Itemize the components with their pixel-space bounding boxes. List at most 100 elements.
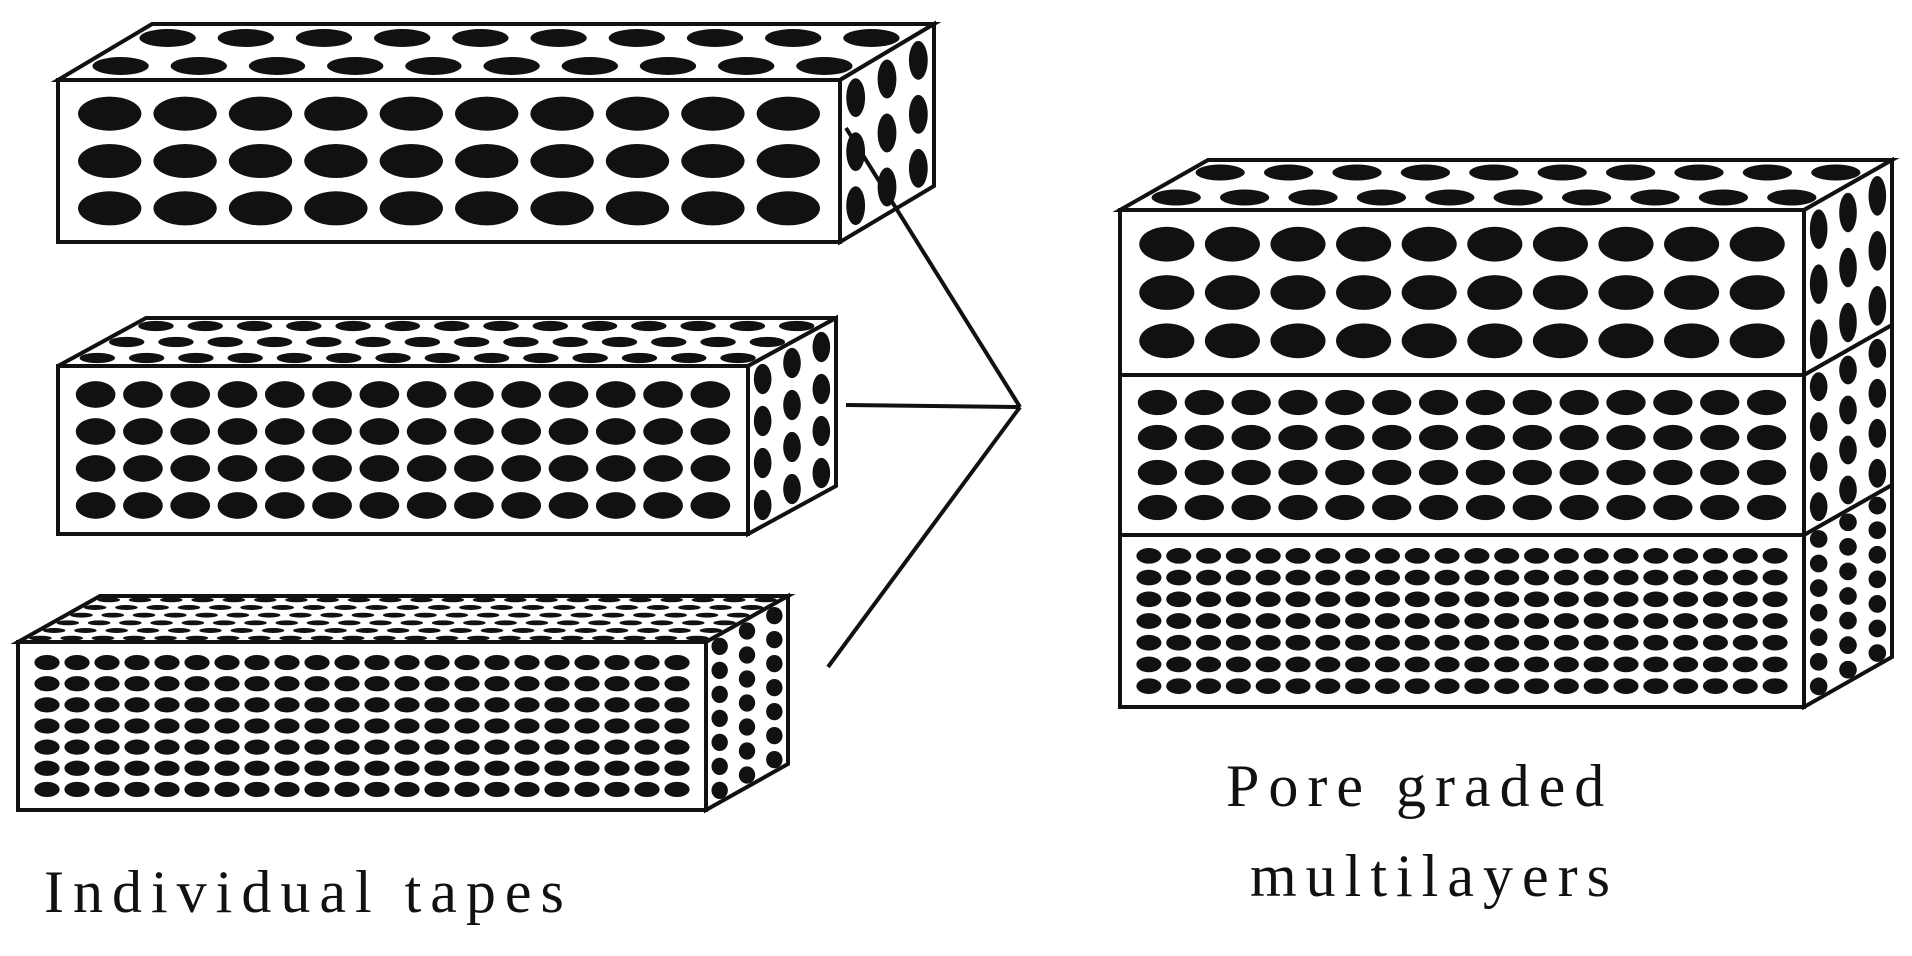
pore <box>1532 275 1588 310</box>
pore <box>1746 389 1787 416</box>
pore <box>139 29 196 47</box>
pore <box>378 597 402 603</box>
pore <box>695 612 719 618</box>
pore <box>228 143 293 179</box>
pore <box>359 455 400 482</box>
pore <box>525 620 549 626</box>
pore <box>634 676 660 692</box>
assembly-connector-lines <box>826 126 1022 669</box>
pore <box>1196 569 1222 586</box>
pore <box>454 654 480 671</box>
pore <box>1434 569 1460 586</box>
pore <box>1404 591 1430 608</box>
pore <box>1839 660 1857 679</box>
pore <box>463 620 486 626</box>
pore <box>154 760 180 776</box>
pore <box>276 352 313 364</box>
pore <box>91 635 115 641</box>
pore <box>1653 459 1693 486</box>
pore <box>766 631 783 649</box>
pore <box>271 605 295 610</box>
pore <box>634 718 660 734</box>
pore <box>738 622 756 640</box>
front-face-pores <box>34 654 690 798</box>
pore <box>34 676 60 692</box>
pore <box>1762 569 1788 586</box>
pore <box>1583 569 1609 586</box>
pore <box>532 320 569 332</box>
pore <box>253 597 277 603</box>
pore <box>64 676 90 692</box>
pore <box>1196 613 1222 629</box>
pore <box>1166 591 1192 608</box>
pore <box>1868 644 1887 662</box>
pore <box>680 320 716 332</box>
pore <box>1166 569 1192 586</box>
pore <box>560 635 584 641</box>
pore <box>365 605 388 610</box>
pore <box>508 612 531 618</box>
pore <box>373 635 396 641</box>
layer-medium-pores <box>1118 321 1894 539</box>
pore <box>1839 636 1857 654</box>
pore <box>646 605 670 610</box>
pore <box>94 676 120 692</box>
pore <box>1559 459 1599 486</box>
pore <box>56 620 80 626</box>
pore <box>279 635 302 641</box>
pore <box>1809 412 1828 442</box>
pore <box>123 455 163 482</box>
pore <box>1464 634 1490 651</box>
pore <box>544 718 570 734</box>
pore <box>424 739 450 755</box>
pore <box>424 352 461 364</box>
pore <box>765 29 822 47</box>
pore <box>214 739 240 755</box>
pore <box>681 620 705 626</box>
pore <box>359 492 400 519</box>
pore <box>1809 264 1828 304</box>
pore <box>158 336 194 348</box>
pore <box>561 57 618 75</box>
pore <box>334 654 360 671</box>
pore <box>552 605 576 610</box>
pore <box>1613 634 1639 651</box>
pore <box>548 492 589 519</box>
pore <box>753 489 772 521</box>
pore <box>1404 678 1430 694</box>
pore <box>664 697 690 713</box>
pore <box>1700 424 1740 451</box>
pore <box>1702 656 1728 673</box>
pore <box>514 718 540 734</box>
pore <box>651 336 687 348</box>
pore <box>1732 656 1758 673</box>
pore <box>812 373 831 405</box>
pore <box>1315 656 1341 673</box>
pore <box>396 605 420 610</box>
pore <box>217 418 258 445</box>
pore <box>404 336 441 348</box>
pore <box>1868 338 1887 368</box>
pore <box>472 597 496 603</box>
pore <box>101 612 125 618</box>
pore <box>1673 569 1699 586</box>
pore <box>1151 189 1201 206</box>
pore <box>1315 678 1341 694</box>
pore <box>244 654 270 671</box>
pore <box>738 646 756 664</box>
pore <box>605 191 670 226</box>
pore <box>87 620 111 626</box>
pore <box>1225 569 1251 586</box>
pore <box>1464 591 1490 608</box>
pore <box>1434 678 1460 694</box>
pore <box>248 57 306 75</box>
pore <box>1809 452 1828 482</box>
pore <box>1184 494 1224 521</box>
tape-large-pores <box>50 20 942 246</box>
pore <box>1315 569 1341 586</box>
pore <box>650 620 674 626</box>
pore <box>154 739 180 755</box>
pore <box>1524 613 1550 629</box>
pore <box>1868 496 1887 515</box>
pore <box>1204 323 1260 359</box>
